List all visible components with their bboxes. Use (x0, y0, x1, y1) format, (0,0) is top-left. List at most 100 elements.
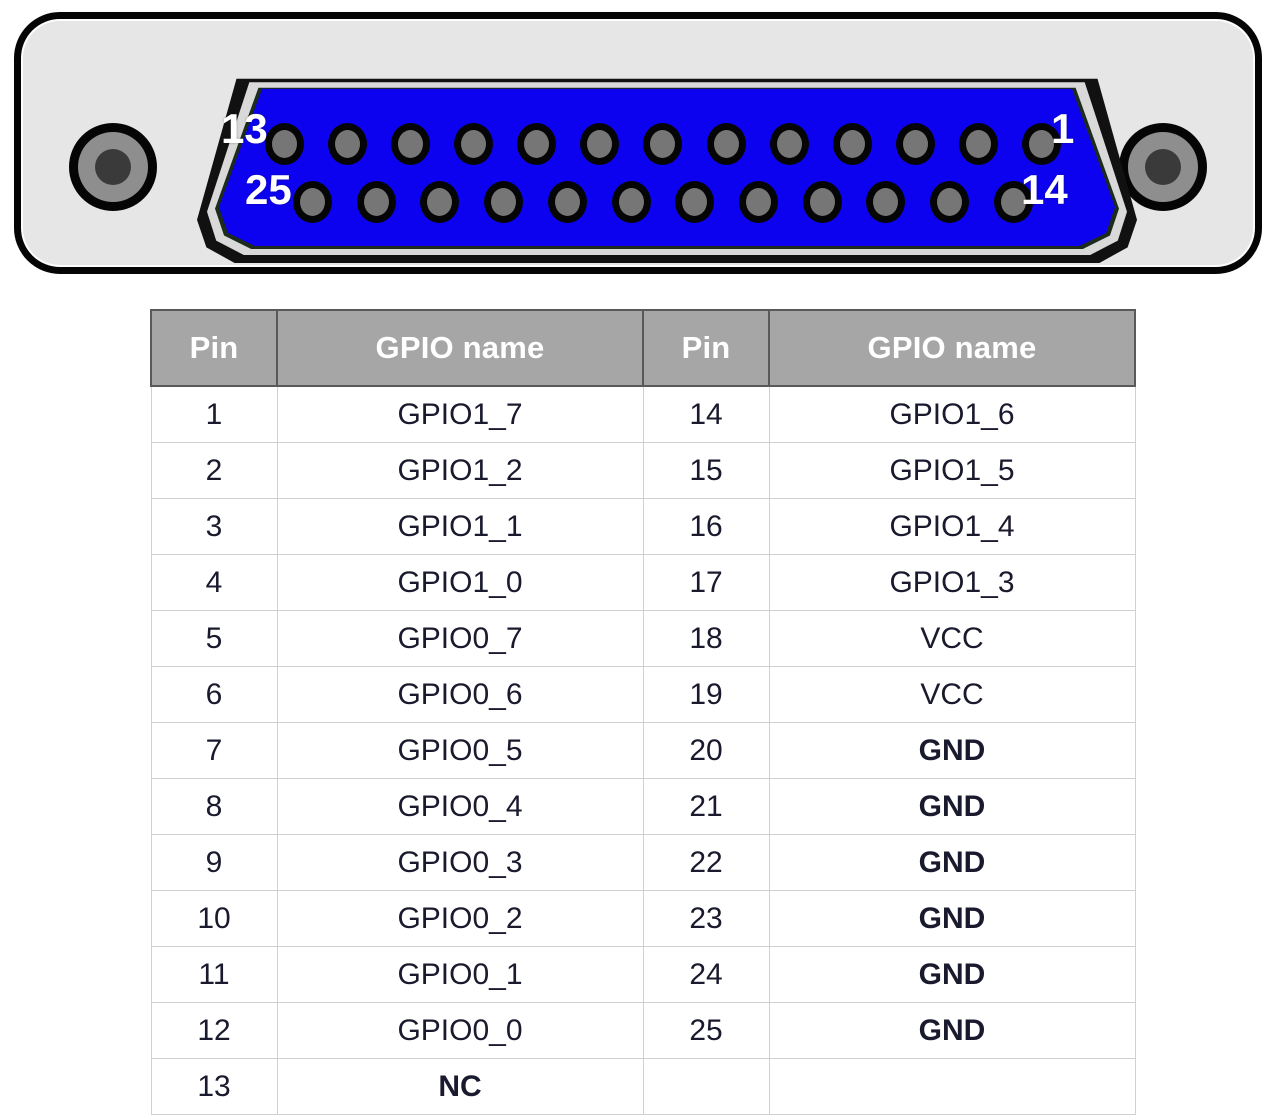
connector-pin (265, 123, 304, 165)
table-header-row: Pin GPIO name Pin GPIO name (150, 309, 1136, 387)
pin-number-right: 23 (642, 890, 770, 947)
connector-pin (895, 123, 935, 165)
connector-pin (484, 181, 524, 223)
pin-number-right: 22 (642, 834, 770, 891)
gpio-name-right: GPIO1_5 (768, 442, 1136, 499)
pin-row-top (265, 123, 1061, 165)
gpio-name-right: VCC (768, 610, 1136, 667)
connector-pin (930, 181, 970, 223)
connector-label-pin-13: 13 (221, 105, 268, 152)
gpio-name-right: GPIO1_6 (768, 385, 1136, 443)
dsub-shield (197, 67, 1137, 263)
connector-pin (454, 123, 494, 165)
column-header-pin-right: Pin (642, 309, 770, 387)
screw-core (1145, 149, 1181, 185)
gpio-name-right: VCC (768, 666, 1136, 723)
pin-number-right: 15 (642, 442, 770, 499)
connector-label-pin-14: 14 (1021, 166, 1068, 213)
connector-pin (356, 181, 396, 223)
column-header-gpio-right: GPIO name (768, 309, 1136, 387)
connector-pin (391, 123, 431, 165)
gpio-name-left: GPIO1_0 (276, 554, 644, 611)
connector-pin (293, 181, 332, 223)
pin-number-right: 14 (642, 385, 770, 443)
gpio-name-right: GPIO1_3 (768, 554, 1136, 611)
pin-number-left: 3 (150, 498, 278, 555)
pin-number-left: 5 (150, 610, 278, 667)
connector-pin (547, 181, 587, 223)
pin-number-right: 21 (642, 778, 770, 835)
pin-row-bottom (293, 181, 1033, 223)
pin-number-right: 17 (642, 554, 770, 611)
connector-pin (993, 181, 1033, 223)
gpio-name-left: GPIO1_1 (276, 498, 644, 555)
gpio-name-left: GPIO0_6 (276, 666, 644, 723)
screw-ring (1128, 132, 1198, 202)
connector-shell: 13 25 1 14 (14, 12, 1262, 274)
pin-number-right: 24 (642, 946, 770, 1003)
gpio-name-left: NC (276, 1058, 644, 1115)
connector-label-pin-25: 25 (245, 166, 292, 213)
pin-number-left: 6 (150, 666, 278, 723)
gpio-name-right: GND (768, 834, 1136, 891)
pin-number-left: 13 (150, 1058, 278, 1115)
pin-number-left: 1 (150, 385, 278, 443)
screw-hole-right-icon (1119, 123, 1207, 211)
screw-ring (78, 132, 148, 202)
gpio-name-right: GND (768, 946, 1136, 1003)
gpio-name-right (768, 1058, 1136, 1115)
pin-number-left: 12 (150, 1002, 278, 1059)
connector-pin (675, 181, 715, 223)
pin-number-left: 8 (150, 778, 278, 835)
connector-pin (643, 123, 683, 165)
gpio-name-left: GPIO0_2 (276, 890, 644, 947)
connector-pin (611, 181, 651, 223)
pin-number-left: 9 (150, 834, 278, 891)
gpio-name-left: GPIO0_3 (276, 834, 644, 891)
connector-pin (580, 123, 620, 165)
pin-number-right (642, 1058, 770, 1115)
pin-number-right: 20 (642, 722, 770, 779)
connector-pin (328, 123, 368, 165)
connector-pin (739, 181, 779, 223)
gpio-name-left: GPIO0_5 (276, 722, 644, 779)
pin-number-left: 11 (150, 946, 278, 1003)
screw-hole-left-icon (69, 123, 157, 211)
connector-pin (832, 123, 872, 165)
connector-pin (706, 123, 746, 165)
pin-number-left: 7 (150, 722, 278, 779)
column-header-gpio-left: GPIO name (276, 309, 644, 387)
pin-number-left: 10 (150, 890, 278, 947)
connector-pin (802, 181, 842, 223)
gpio-name-right: GND (768, 722, 1136, 779)
connector-pin (1021, 123, 1061, 165)
db25-connector-illustration: 13 25 1 14 (0, 0, 1286, 300)
gpio-name-left: GPIO1_7 (276, 385, 644, 443)
connector-pin (769, 123, 809, 165)
gpio-name-left: GPIO0_7 (276, 610, 644, 667)
gpio-name-right: GND (768, 778, 1136, 835)
connector-pin (866, 181, 906, 223)
pin-number-left: 2 (150, 442, 278, 499)
pin-number-right: 19 (642, 666, 770, 723)
column-header-pin-left: Pin (150, 309, 278, 387)
gpio-name-right: GND (768, 1002, 1136, 1059)
pin-number-right: 25 (642, 1002, 770, 1059)
pin-number-left: 4 (150, 554, 278, 611)
gpio-name-right: GPIO1_4 (768, 498, 1136, 555)
gpio-name-left: GPIO0_4 (276, 778, 644, 835)
gpio-name-left: GPIO1_2 (276, 442, 644, 499)
gpio-name-left: GPIO0_1 (276, 946, 644, 1003)
